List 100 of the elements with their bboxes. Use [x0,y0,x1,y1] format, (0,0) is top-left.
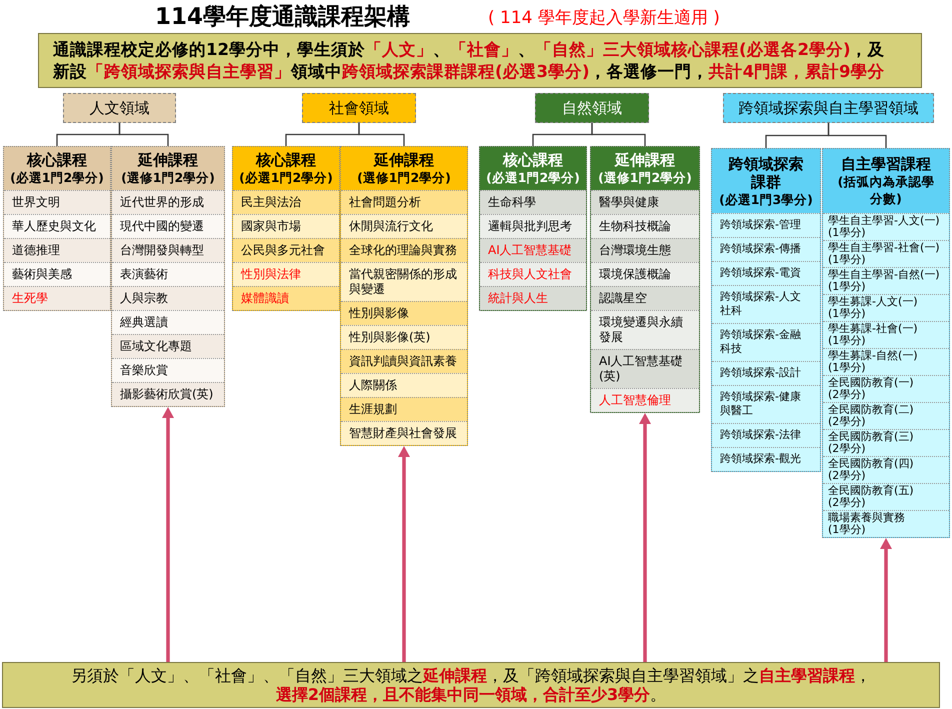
course-item: 跨領域探索-傳播 [712,237,820,261]
course-item: 華人歷史與文化 [4,214,110,238]
connector-line [118,123,169,146]
course-item: 國家與市場 [233,214,339,238]
column-note: (必選1門2學分) [10,169,104,186]
column-note: (選修1門2學分) [598,169,692,186]
course-item: 醫學與健康 [591,190,699,214]
course-column [711,148,821,472]
course-item: 跨領域探索-法律 [712,423,820,447]
course-item: 跨領域探索-金融科技 [712,323,820,361]
course-item: 資訊判讀與資訊素養 [341,349,467,373]
course-item: 學生募課-自然(一) (1學分) [823,348,949,375]
column-title: 核心課程 [27,151,87,169]
course-item: 近代世界的形成 [112,190,224,214]
arrow [639,413,651,662]
course-column [3,146,111,311]
course-item: 音樂欣賞 [112,358,224,382]
course-item: 台灣開發與轉型 [112,238,224,262]
connector-line [591,123,646,146]
course-item: 台灣環境生態 [591,238,699,262]
connector-line [828,123,887,148]
course-item: 環境保護概論 [591,262,699,286]
course-item: 學生自主學習-社會(一) (1學分) [823,240,949,267]
course-item: AI人工智慧基礎 [480,238,586,262]
arrow [162,407,174,662]
course-item: 跨領域探索-電資 [712,261,820,285]
course-item: 生物科技概論 [591,214,699,238]
subtitle-note: ( 114 學年度起入學新生適用 ) [488,7,720,29]
course-item: 生命科學 [480,190,586,214]
course-column [232,146,340,311]
course-item: 環境變遷與永續發展 [591,310,699,349]
course-item: 道德推理 [4,238,110,262]
course-item: 學生募課-人文(一) (1學分) [823,294,949,321]
course-item: 邏輯與批判思考 [480,214,586,238]
column-note: (必選1門2學分) [239,169,333,186]
course-item: 性別與法律 [233,262,339,286]
course-item: 表演藝術 [112,262,224,286]
course-item: 全民國防教育(二) (2學分) [823,402,949,429]
course-item: 媒體識讀 [233,286,339,310]
course-item: 世界文明 [4,190,110,214]
course-item: 全民國防教育(三) (2學分) [823,429,949,456]
column-title: 核心課程 [256,151,316,169]
course-item: 跨領域探索-人文社科 [712,285,820,323]
course-item: AI人工智慧基礎(英) [591,349,699,388]
course-item: 全民國防教育(五) (2學分) [823,483,949,510]
connector-line [358,123,405,146]
course-item: 智慧財產與社會發展 [341,421,467,445]
domain-box: 社會領域 [302,93,416,123]
arrow [398,446,410,662]
course-item: 學生募課-社會(一) (1學分) [823,321,949,348]
column-title: 自主學習課程 [841,155,931,173]
domain-box: 跨領域探索與自主學習領域 [723,93,934,123]
course-column [590,146,700,413]
course-item: 公民與多元社會 [233,238,339,262]
course-item: 社會問題分析 [341,190,467,214]
course-item: 當代親密關係的形成與變遷 [341,262,467,301]
course-item: 人際關係 [341,373,467,397]
course-item: 全民國防教育(四) (2學分) [823,456,949,483]
column-note: (括弧內為承認學分數) [836,173,936,207]
course-item: 跨領域探索-健康與醫工 [712,385,820,423]
domain-box: 自然領域 [535,93,649,123]
column-note: (必選1門3學分) [719,190,813,208]
note-box: 通識課程校定必修的12學分中，學生須於「人文」、「社會」、「自然」三大領域核心課程(必選各2學分)，及新設「跨領域探索與自主學習」領域中跨領域探索課群課程(必選3學分)，各選修一門，共計4門課，累計9學分 [38,33,922,88]
column-title: 延伸課程 [374,151,434,169]
course-item: 生死學 [4,286,110,310]
column-title: 延伸課程 [615,151,675,169]
course-item: 學生自主學習-人文(一) (1學分) [823,213,949,240]
arrow [880,538,892,662]
course-item: 跨領域探索-設計 [712,361,820,385]
course-item: 全球化的理論與實務 [341,238,467,262]
course-column [822,148,950,538]
column-note: (選修1門2學分) [357,169,451,186]
domain-box: 人文領域 [63,93,176,123]
course-column [479,146,587,311]
course-item: 職場素養與實務 (1學分) [823,510,949,537]
course-item: 休閒與流行文化 [341,214,467,238]
course-item: 全民國防教育(一) (2學分) [823,375,949,402]
course-item: 現代中國的變遷 [112,214,224,238]
course-item: 人工智慧倫理 [591,388,699,412]
column-title: 核心課程 [503,151,563,169]
course-column [111,146,225,407]
column-note: (必選1門2學分) [486,169,580,186]
course-item: 生涯規劃 [341,397,467,421]
course-item: 攝影藝術欣賞(英) [112,382,224,406]
course-item: 跨領域探索-管理 [712,213,820,237]
course-item: 統計與人生 [480,286,586,310]
diagram-title: 114學年度通識課程架構 [155,3,410,31]
column-title: 延伸課程 [138,151,198,169]
note-box: 另須於「人文」、「社會」、「自然」三大領域之延伸課程，及「跨領域探索與自主學習領域」之自主學習課程，選擇2個課程，且不能集中同一領域，合計至少3學分。 [2,662,940,708]
course-item: 認識星空 [591,286,699,310]
course-item: 性別與影像(英) [341,325,467,349]
course-item: 科技與人文社會 [480,262,586,286]
column-note: (選修1門2學分) [121,169,215,186]
course-item: 跨領域探索-觀光 [712,447,820,471]
course-item: 區域文化專題 [112,334,224,358]
course-item: 藝術與美感 [4,262,110,286]
course-item: 經典選讀 [112,310,224,334]
course-column [340,146,468,446]
course-item: 民主與法治 [233,190,339,214]
column-title: 跨領域探索課群 [728,154,804,190]
